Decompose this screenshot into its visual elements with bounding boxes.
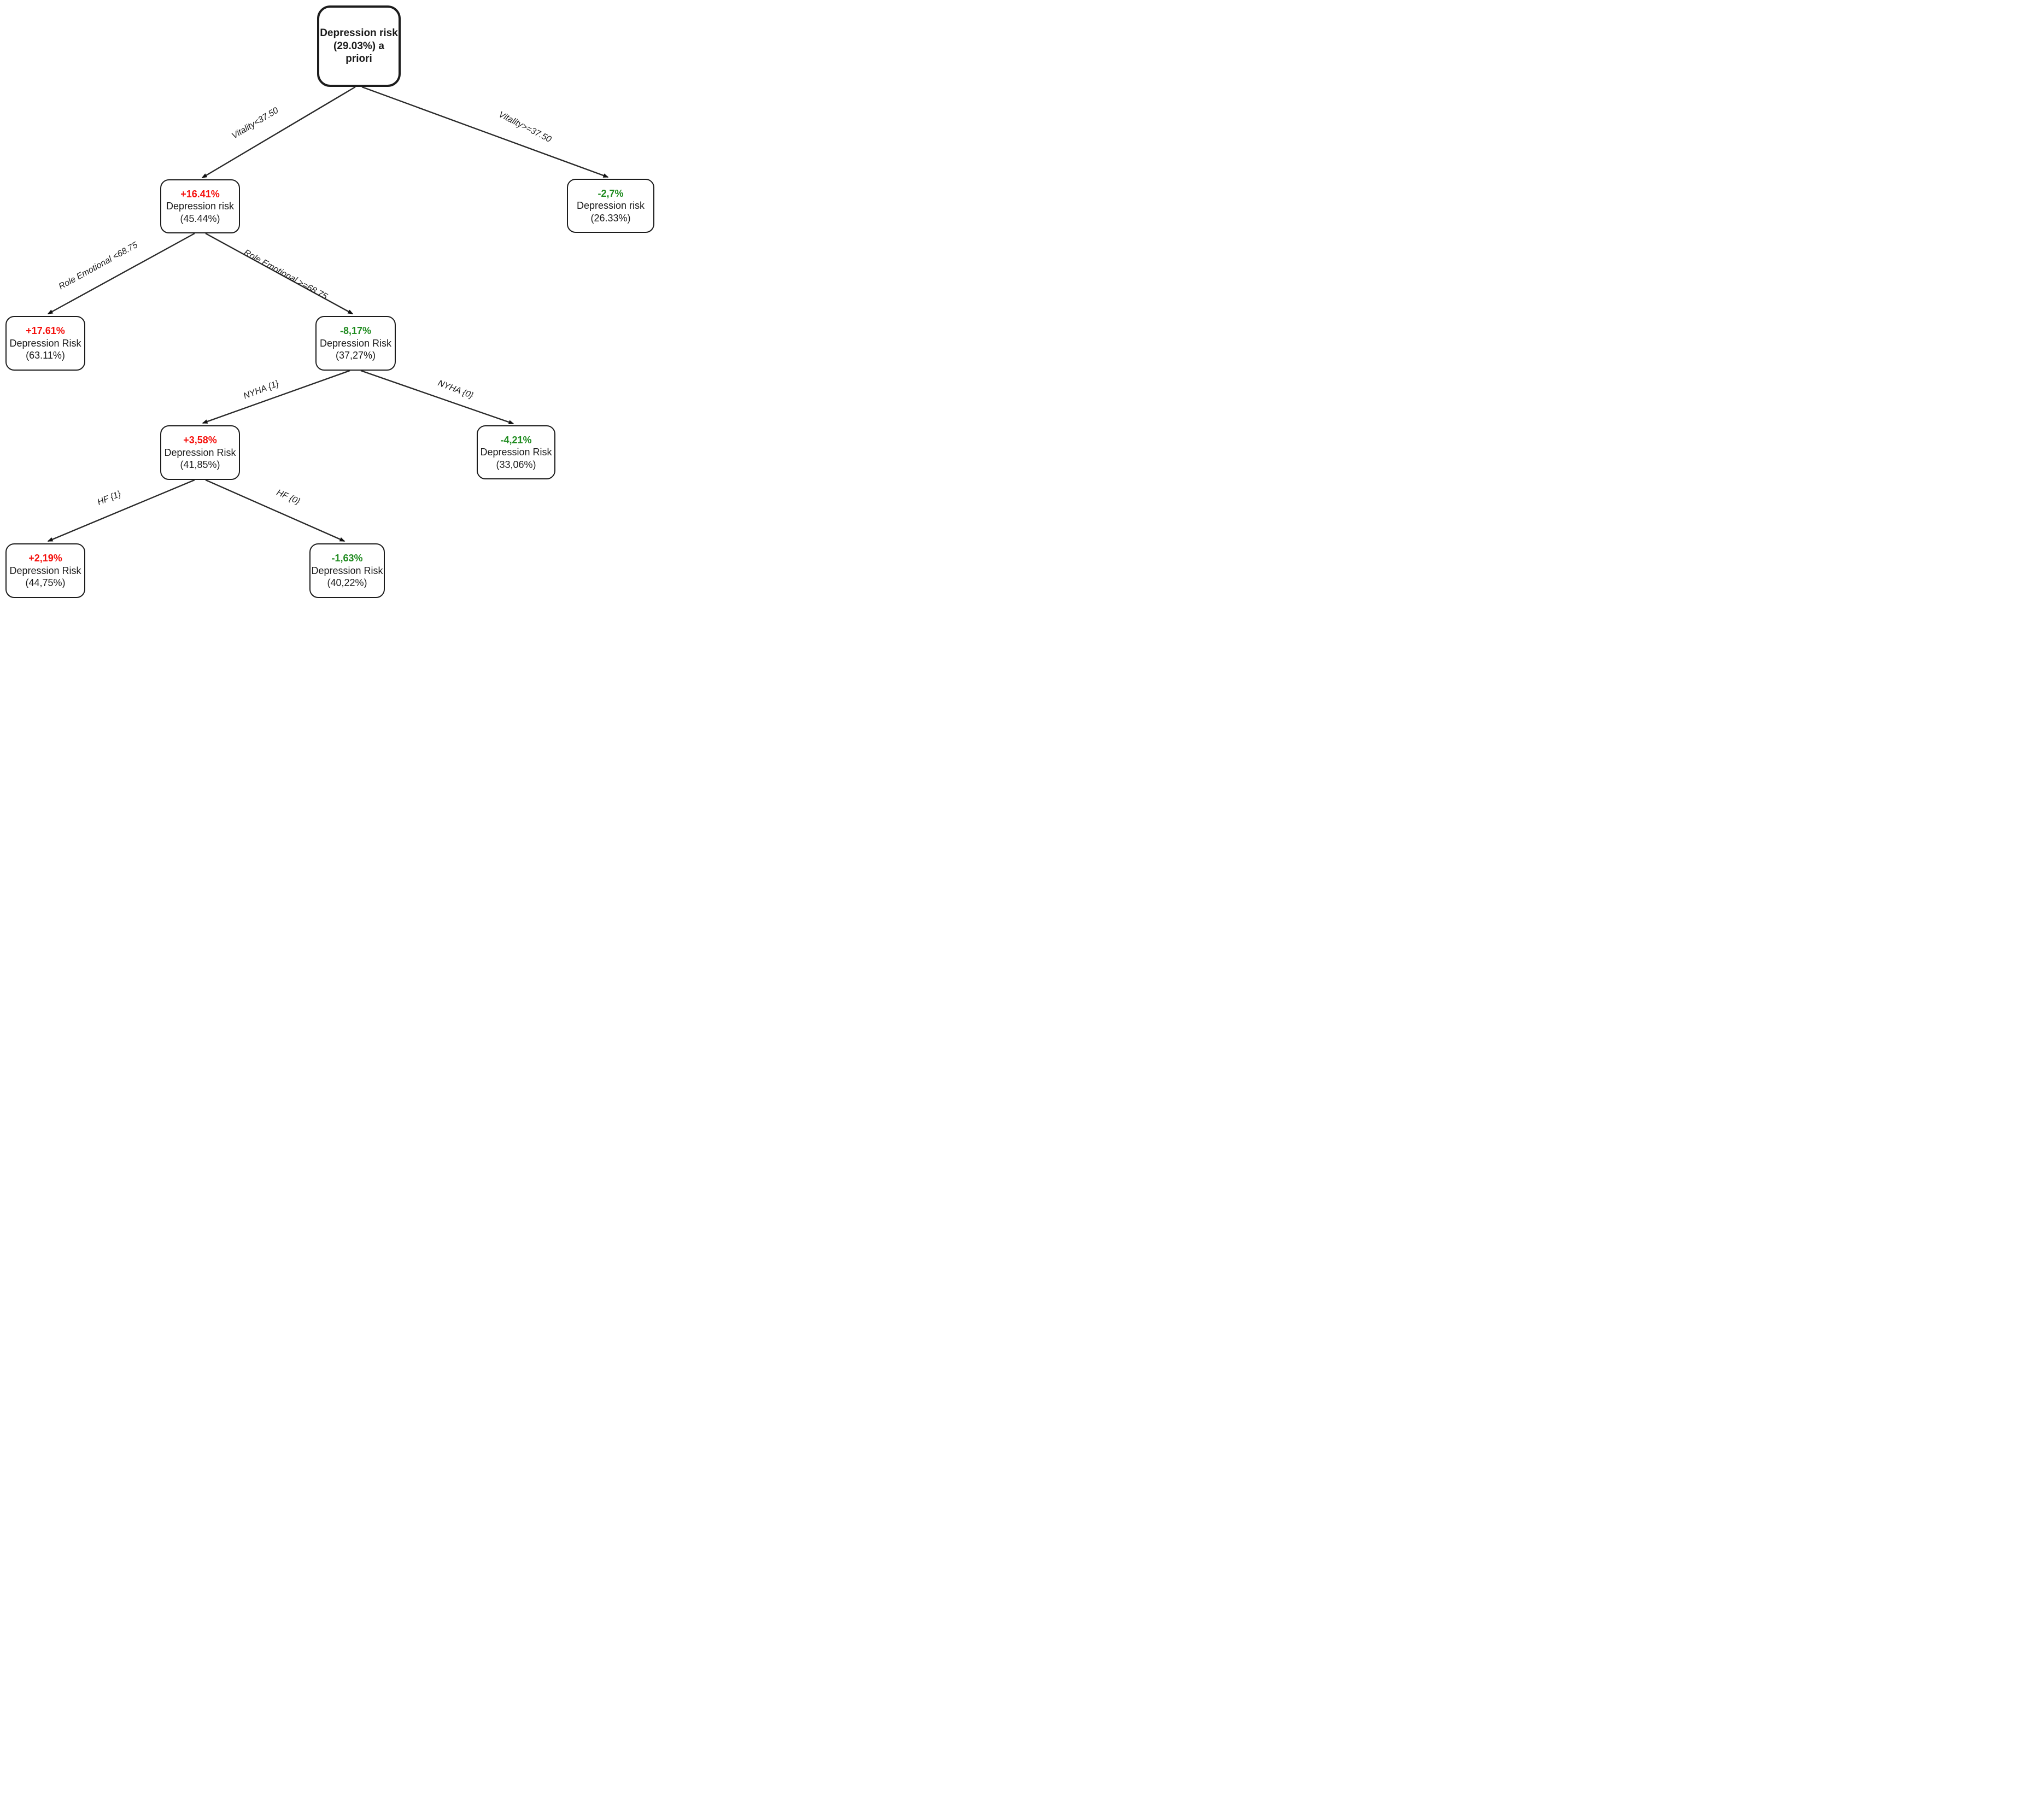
node-role-emotional-high: -8,17% Depression Risk (37,27%) bbox=[315, 316, 396, 371]
node-label: Depression risk bbox=[166, 201, 235, 212]
node-hf-0: -1,63% Depression Risk (40,22%) bbox=[309, 543, 385, 598]
connector-nyha1-hf0 bbox=[205, 479, 345, 542]
node-value: (26.33%) bbox=[590, 212, 631, 224]
connector-vitlow-rehigh bbox=[205, 232, 354, 315]
node-value: (44,75%) bbox=[25, 577, 66, 589]
root-title: Depression risk bbox=[320, 27, 398, 39]
node-root-a-priori: Depression risk (29.03%) a priori bbox=[317, 5, 401, 87]
node-nyha-1: +3,58% Depression Risk (41,85%) bbox=[160, 425, 240, 480]
root-subtitle: (29.03%) a priori bbox=[333, 40, 384, 65]
node-nyha-0: -4,21% Depression Risk (33,06%) bbox=[477, 425, 555, 479]
node-label: Depression risk bbox=[576, 200, 645, 212]
connector-rehigh-nyha1 bbox=[202, 370, 350, 424]
node-role-emotional-low: +17.61% Depression Risk (63.11%) bbox=[5, 316, 85, 371]
node-hf-1: +2,19% Depression Risk (44,75%) bbox=[5, 543, 85, 598]
node-label: Depression Risk bbox=[480, 447, 552, 458]
node-delta: -1,63% bbox=[331, 553, 363, 564]
node-value: (33,06%) bbox=[496, 459, 536, 470]
node-label: Depression Risk bbox=[311, 565, 383, 576]
node-label: Depression Risk bbox=[9, 337, 81, 349]
node-label: Depression Risk bbox=[164, 447, 236, 458]
node-label: Depression Risk bbox=[319, 337, 392, 349]
tree-connectors bbox=[47, 86, 609, 542]
decision-tree-diagram: Vitality<37.50 Vitality>=37.50 Role Emot… bbox=[0, 0, 682, 604]
node-value: (45.44%) bbox=[180, 213, 220, 224]
connector-rehigh-nyha0 bbox=[360, 370, 514, 425]
connector-nyha1-hf1 bbox=[47, 479, 195, 542]
node-value: (40,22%) bbox=[327, 577, 367, 589]
node-delta: +2,19% bbox=[28, 553, 62, 564]
connector-vitlow-relow bbox=[47, 232, 195, 315]
node-vitality-high: -2,7% Depression risk (26.33%) bbox=[567, 179, 654, 233]
node-delta: -4,21% bbox=[500, 434, 532, 446]
node-vitality-low: +16.41% Depression risk (45.44%) bbox=[160, 179, 240, 233]
node-delta: -2,7% bbox=[598, 187, 624, 199]
connector-root-vitlow bbox=[201, 86, 356, 179]
node-delta: +3,58% bbox=[183, 435, 217, 446]
node-delta: +17.61% bbox=[26, 325, 65, 337]
node-delta: -8,17% bbox=[339, 325, 372, 337]
node-delta: +16.41% bbox=[180, 188, 220, 200]
node-value: (63.11%) bbox=[26, 350, 65, 361]
node-label: Depression Risk bbox=[9, 565, 81, 576]
connector-root-vithigh bbox=[361, 86, 609, 178]
node-value: (41,85%) bbox=[180, 459, 220, 471]
node-value: (37,27%) bbox=[335, 350, 376, 361]
